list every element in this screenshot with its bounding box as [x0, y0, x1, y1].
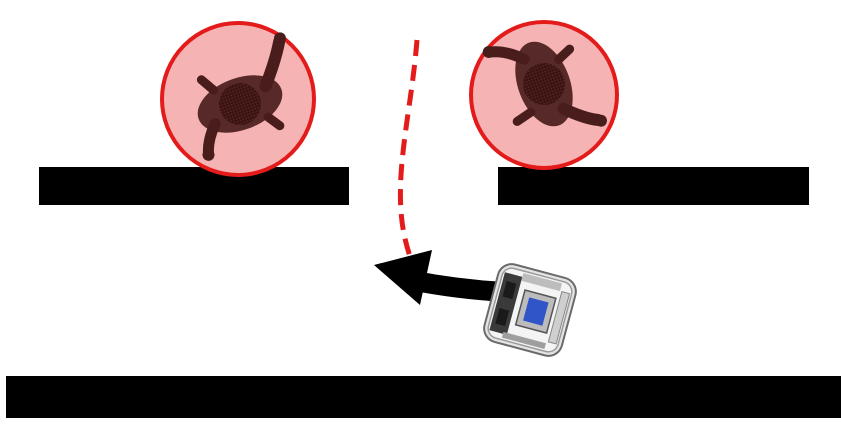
upper-right-wall [498, 167, 809, 205]
pedestrian-right [471, 16, 617, 168]
motion-arrow-icon [374, 250, 505, 305]
robot-topdown-icon [481, 261, 579, 359]
planned-path [400, 40, 417, 262]
pedestrian-left [162, 23, 317, 175]
upper-left-wall [39, 167, 349, 205]
bottom-wall [6, 376, 841, 418]
